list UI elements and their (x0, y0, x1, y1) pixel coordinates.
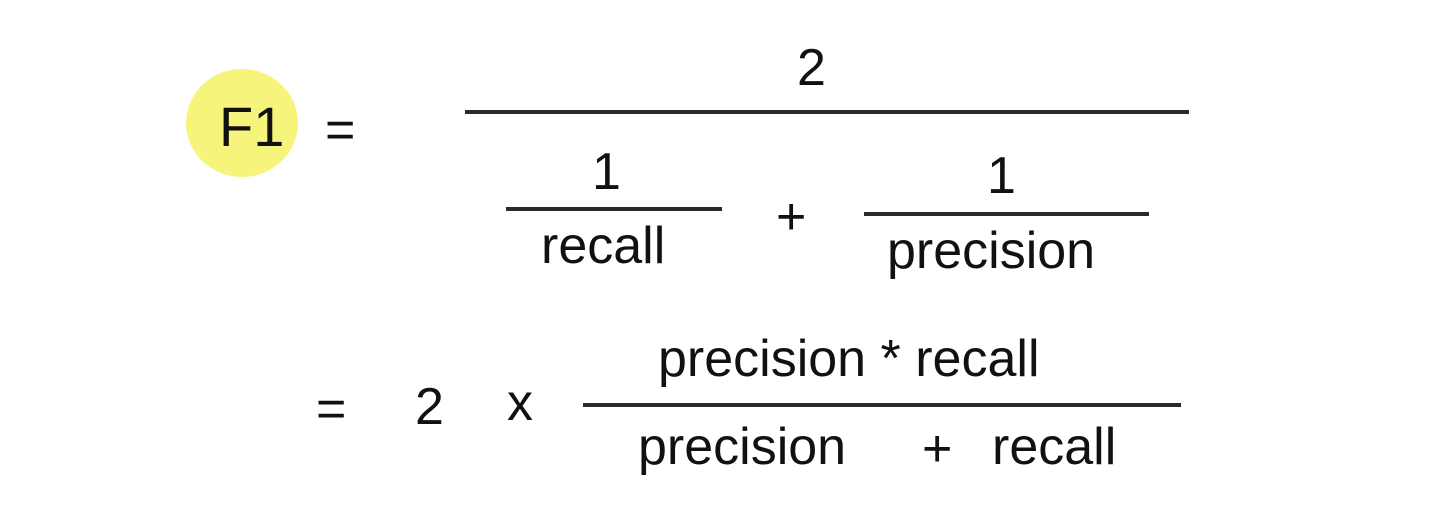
harmonic-fraction-bar (583, 403, 1181, 407)
precision-term-bar (864, 212, 1149, 216)
sum-denominator-precision: precision (638, 418, 847, 476)
sum-denominator-recall: recall (992, 418, 1117, 476)
main-fraction-bar (465, 110, 1189, 114)
sum-denominator-plus: + (922, 420, 953, 478)
multiplication-sign: x (507, 374, 533, 432)
product-numerator: precision * recall (658, 330, 1040, 388)
plus-operator-1: + (776, 188, 807, 246)
main-numerator: 2 (797, 39, 826, 97)
equals-sign-1: = (325, 101, 356, 159)
recall-term-denominator: recall (541, 217, 666, 275)
recall-term-numerator: 1 (592, 143, 621, 201)
recall-term-bar (506, 207, 722, 211)
f1-label: F1 (219, 95, 285, 158)
precision-term-denominator: precision (887, 222, 1096, 280)
equals-sign-2: = (316, 380, 347, 438)
coefficient-two: 2 (415, 378, 444, 436)
f1-highlight-circle (186, 69, 298, 177)
precision-term-numerator: 1 (987, 147, 1016, 205)
